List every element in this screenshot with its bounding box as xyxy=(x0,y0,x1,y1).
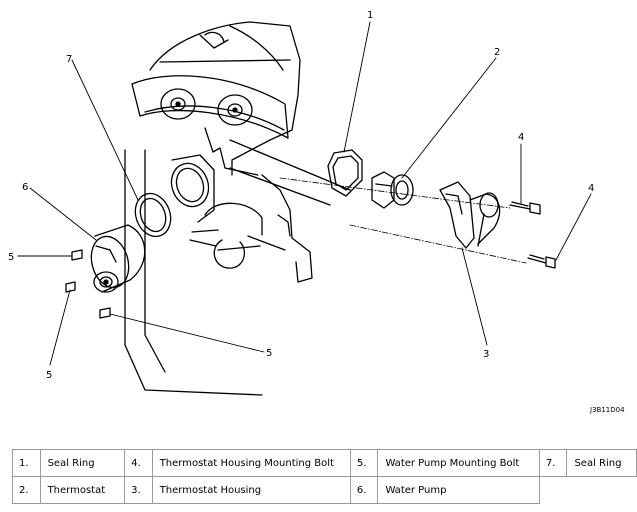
legend-row-1: 1. Seal Ring 4. Thermostat Housing Mount… xyxy=(12,449,637,477)
water-pump-bolt-5-c xyxy=(99,307,111,319)
water-pump-bolt-5-b xyxy=(65,281,76,293)
assembly-axis xyxy=(279,177,527,264)
legend-label: Thermostat Housing Mounting Bolt xyxy=(151,449,351,477)
legend-label: Water Pump xyxy=(377,476,540,504)
exploded-view-diagram: 1 2 3 4 4 5 5 5 6 7 J3B11D04 xyxy=(8,10,625,414)
callout-7: 7 xyxy=(66,54,72,65)
legend-label: Seal Ring xyxy=(566,449,637,477)
legend-label: Water Pump Mounting Bolt xyxy=(377,449,540,477)
thermostat-housing-bolt-4-upper xyxy=(509,201,541,215)
callout-5-left: 5 xyxy=(8,252,14,263)
figure-code: J3B11D04 xyxy=(589,406,625,414)
thermostat-housing-3 xyxy=(439,181,501,249)
legend-empty-cell xyxy=(539,477,636,504)
legend-number: 6. xyxy=(349,476,379,504)
seal-ring-7 xyxy=(134,192,172,238)
seal-ring-1 xyxy=(327,149,363,197)
legend-number: 4. xyxy=(124,449,153,477)
engine-block xyxy=(124,21,351,396)
callouts: 1 2 3 4 4 5 5 5 6 7 J3B11D04 xyxy=(8,10,625,414)
legend-number: 5. xyxy=(349,449,379,477)
legend-row-2: 2. Thermostat 3. Thermostat Housing 6. W… xyxy=(12,476,637,504)
callout-5-bottom: 5 xyxy=(46,370,52,381)
legend-number: 3. xyxy=(124,476,153,504)
parts-legend-table: 1. Seal Ring 4. Thermostat Housing Mount… xyxy=(12,449,637,504)
leader-lines xyxy=(17,21,592,366)
legend-label: Seal Ring xyxy=(39,449,126,477)
thermostat-2 xyxy=(371,171,414,209)
callout-6: 6 xyxy=(22,182,28,193)
legend-number: 7. xyxy=(538,449,568,477)
callout-4-lower: 4 xyxy=(588,183,594,194)
callout-1: 1 xyxy=(367,10,373,21)
callout-5-right: 5 xyxy=(266,348,272,359)
callout-4-upper: 4 xyxy=(518,132,524,143)
water-pump-opening xyxy=(170,154,215,223)
legend-label: Thermostat Housing xyxy=(151,476,351,504)
thermostat-housing-bolt-4-lower xyxy=(527,254,556,269)
legend-label: Thermostat xyxy=(39,476,126,504)
water-pump-6 xyxy=(90,224,146,293)
callout-2: 2 xyxy=(494,47,500,58)
water-pump-bolt-5-a xyxy=(71,249,83,261)
legend-number: 2. xyxy=(12,476,41,504)
callout-3: 3 xyxy=(483,349,489,360)
legend-number: 1. xyxy=(12,449,41,477)
